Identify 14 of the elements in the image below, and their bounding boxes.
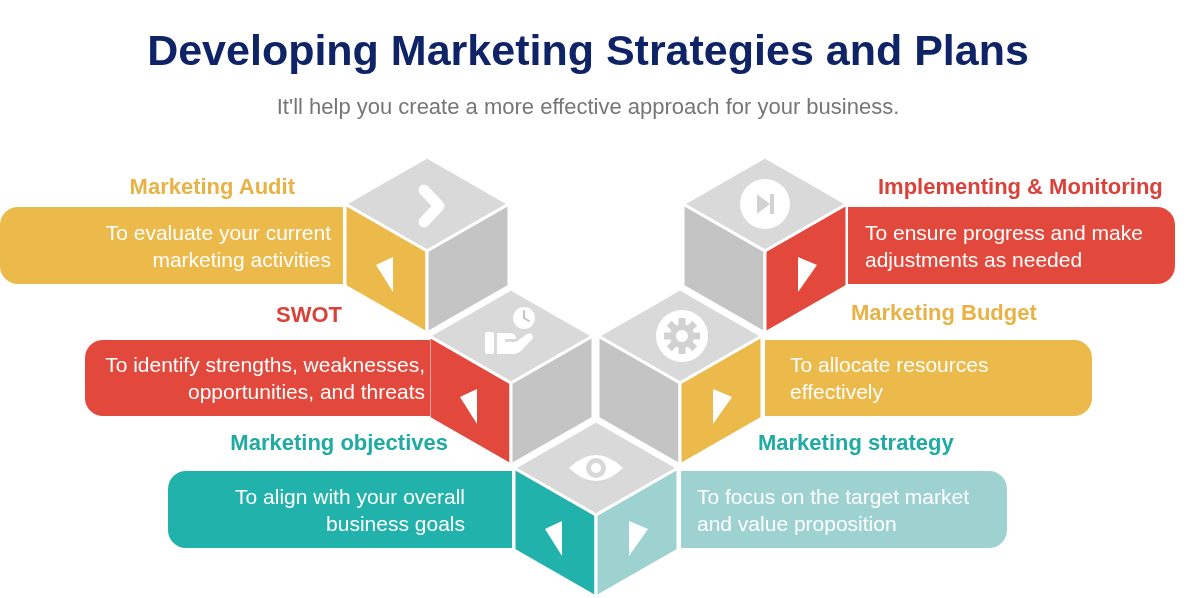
step-heading: Marketing Budget: [851, 300, 1037, 326]
step-description: To evaluate your current marketing activities: [104, 219, 331, 273]
title: Developing Marketing Strategies and Plans: [147, 25, 1029, 75]
subtitle: It'll help you create a more effective approach for your business.: [276, 93, 900, 121]
step-heading: Marketing objectives: [230, 430, 448, 456]
step-heading: Marketing Audit: [129, 174, 295, 200]
step-description: To ensure progress and make adjustments as needed: [865, 219, 1144, 273]
step-heading: Implementing & Monitoring: [878, 174, 1163, 200]
step-description: To allocate resources effectively: [790, 352, 990, 405]
step-heading: SWOT: [276, 302, 342, 328]
step-heading: Marketing strategy: [758, 430, 954, 456]
step-description: To identify strengths, weaknesses, opportunities, and threats: [104, 352, 425, 405]
step-description: To align with your overall business goals: [234, 483, 465, 537]
step-description: To focus on the target market and value proposition: [697, 483, 970, 537]
